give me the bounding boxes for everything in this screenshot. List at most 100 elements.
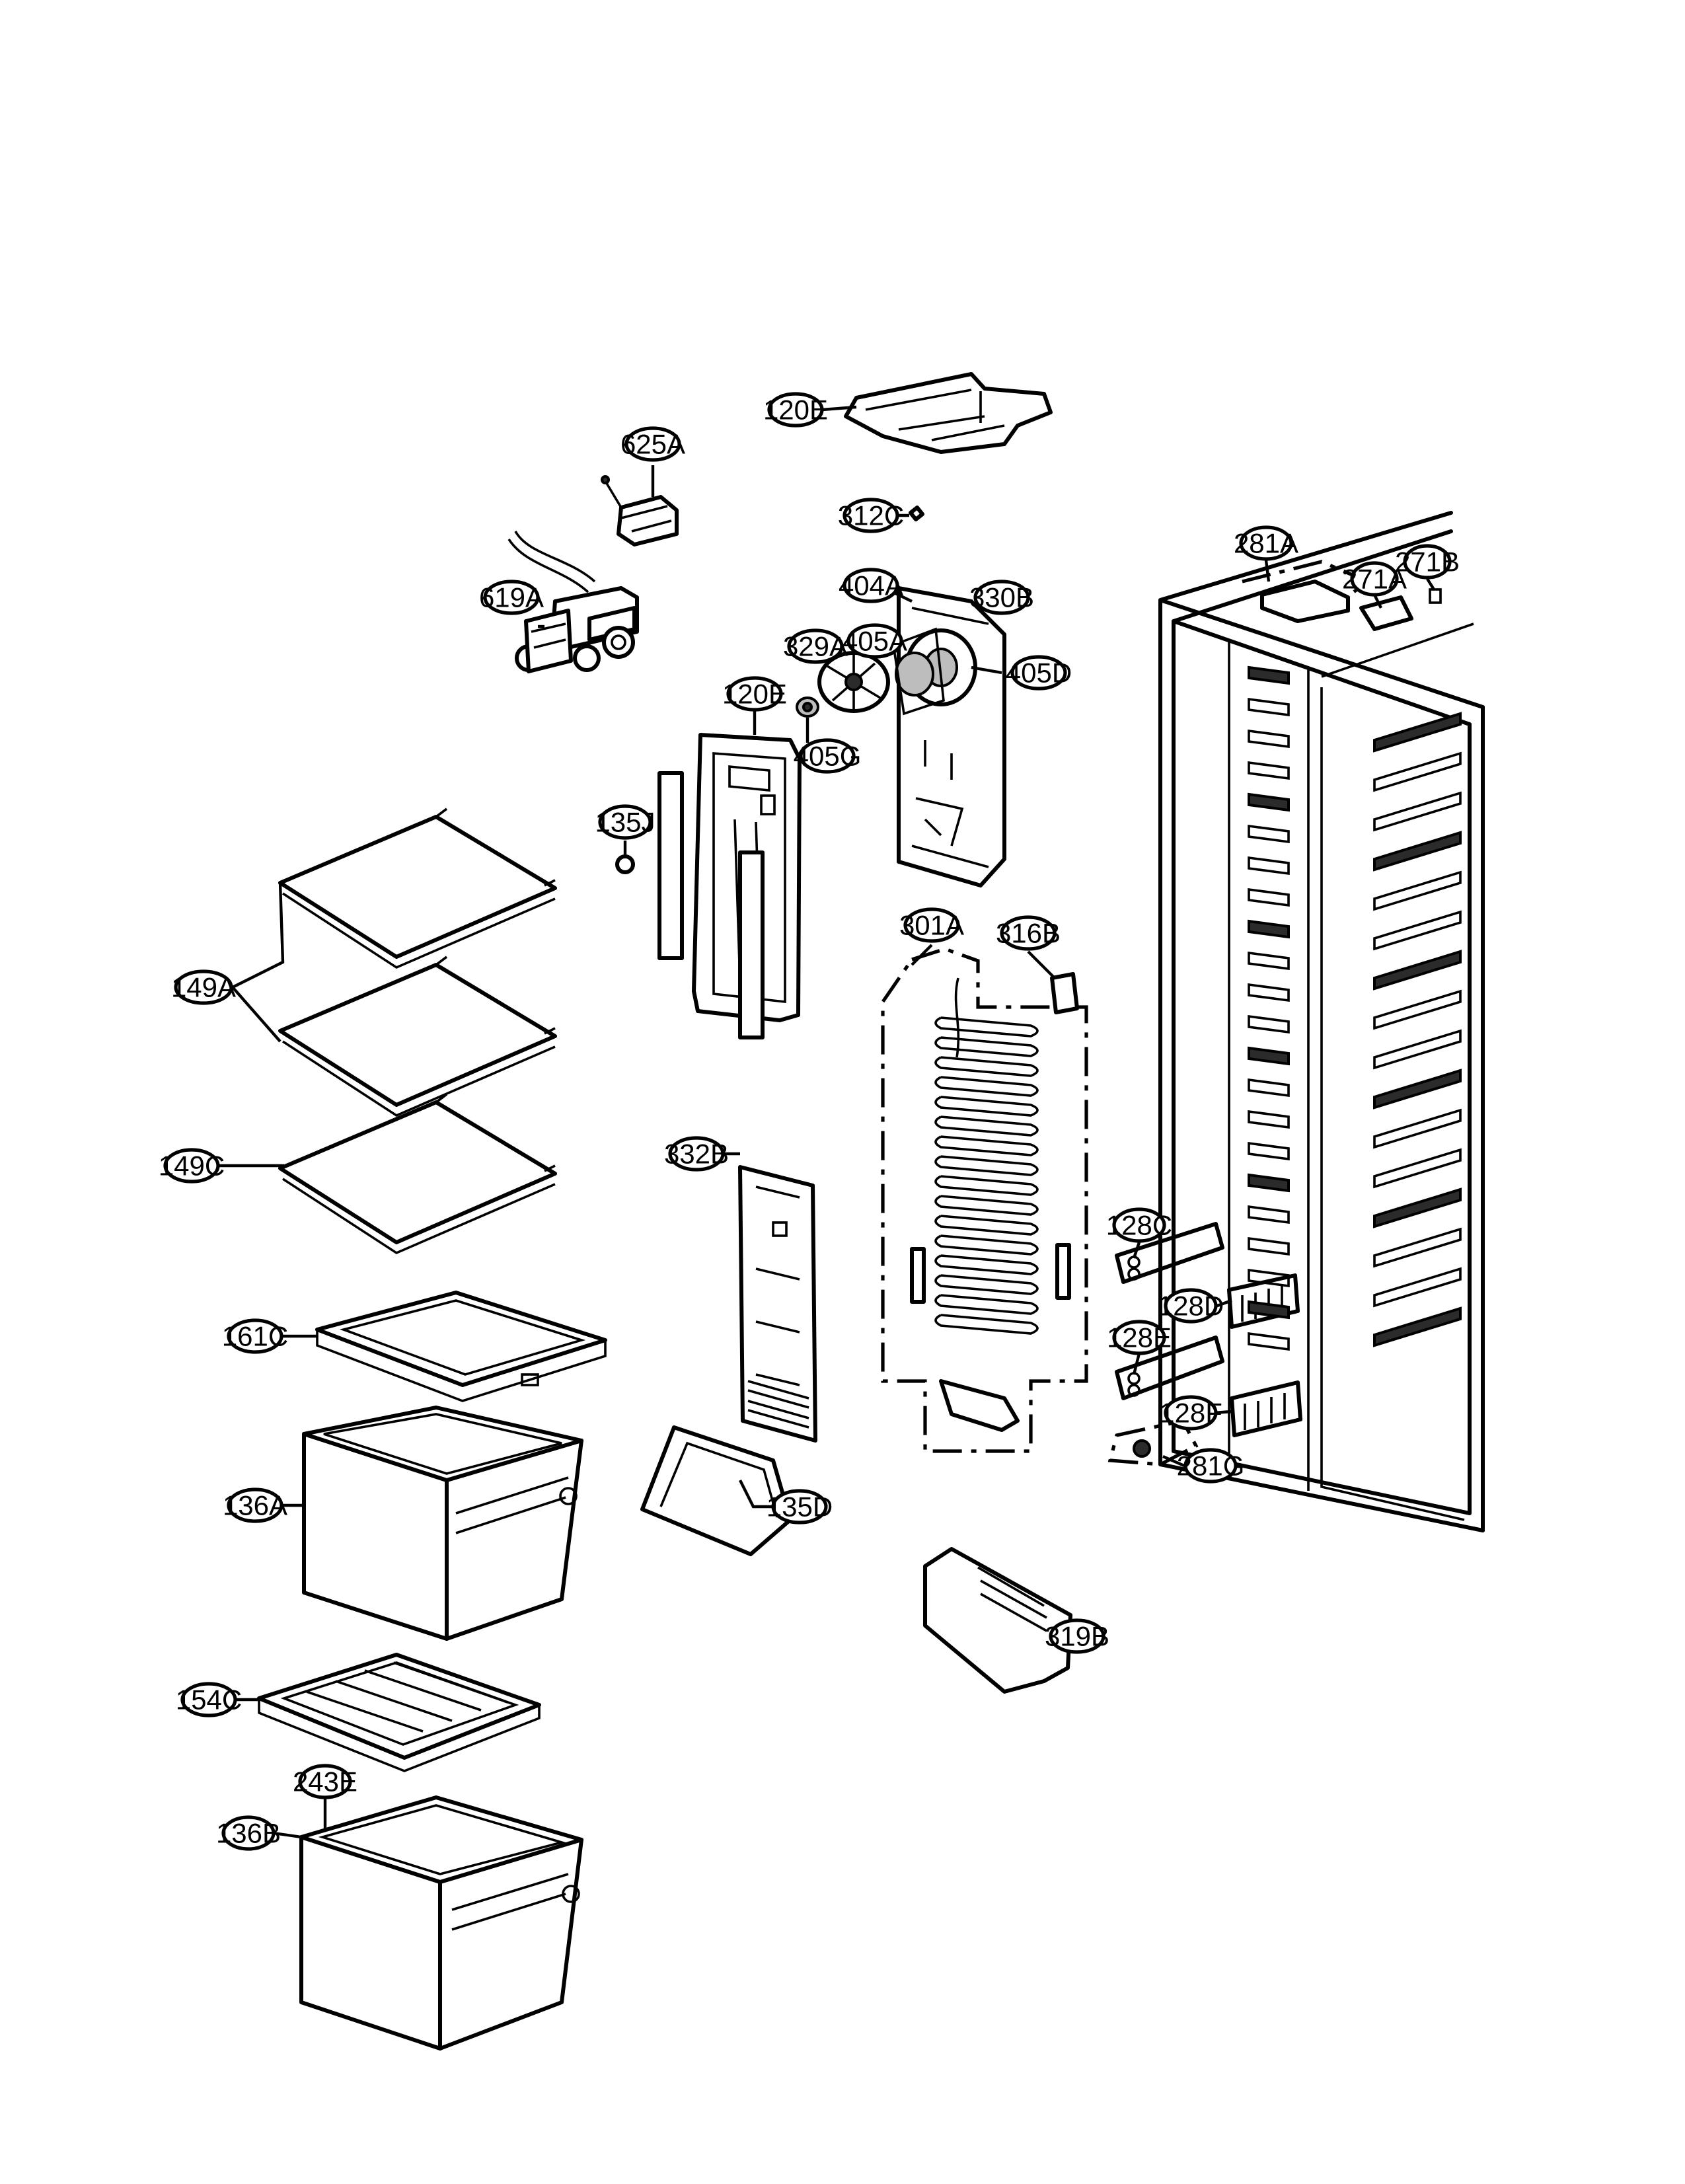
- cabinet-slot: [1248, 1110, 1290, 1129]
- callout-label: 312C: [838, 500, 904, 531]
- evaporator-fin: [934, 1076, 1039, 1097]
- cabinet-slot: [1248, 1236, 1290, 1256]
- foam-strip-part: [738, 850, 765, 1039]
- evaporator-fin: [934, 1135, 1039, 1156]
- callout-label: 332B: [664, 1139, 729, 1170]
- cabinet-slot: [1248, 1173, 1290, 1193]
- fan-motor-part: [891, 627, 945, 716]
- evaporator-fin: [934, 1195, 1039, 1216]
- callout-label: 405G: [794, 741, 862, 772]
- duct-cover-part: [844, 372, 1053, 454]
- callout-128D: 128D: [1158, 1288, 1224, 1324]
- callout-149A: 149A: [171, 969, 236, 1005]
- evaporator-fin: [934, 1056, 1039, 1077]
- callout-625A: 625A: [620, 426, 685, 462]
- callout-label: 271B: [1395, 546, 1460, 578]
- cabinet-slot: [1248, 665, 1290, 685]
- callout-281A: 281A: [1234, 525, 1298, 561]
- callout-label: 319B: [1045, 1621, 1109, 1652]
- cabinet-shelf-rail: [1373, 791, 1462, 832]
- cabinet-shelf-rail: [1373, 1227, 1462, 1268]
- callout-label: 149A: [171, 972, 236, 1003]
- callout-619A: 619A: [479, 580, 544, 615]
- callout-label: 120E: [763, 395, 828, 426]
- evaporator-fin: [934, 1175, 1039, 1196]
- callout-label: 120E: [722, 679, 787, 710]
- cabinet-slot: [1248, 1268, 1290, 1288]
- cabinet-shelf-rail: [1373, 910, 1462, 951]
- cabinet-shelf-rail: [1373, 831, 1462, 872]
- callout-271A: 271A: [1342, 561, 1407, 597]
- callout-label: 154C: [176, 1684, 242, 1715]
- glass-shelf-part: [278, 956, 557, 1117]
- callout-label: 135D: [767, 1491, 833, 1523]
- callout-319B: 319B: [1045, 1618, 1109, 1654]
- crisper-frame-part: [257, 1653, 541, 1772]
- callout-135J: 135J: [595, 804, 655, 840]
- callout-label: 128C: [1106, 1210, 1172, 1241]
- cabinet-slot: [1248, 1078, 1290, 1098]
- callout-label: 301A: [899, 910, 964, 941]
- plug-part: [615, 854, 635, 874]
- callout-label: 330B: [969, 582, 1034, 613]
- callout-label: 128F: [1159, 1398, 1222, 1429]
- callout-label: 405D: [1006, 658, 1072, 689]
- fan-blade-part: [817, 651, 890, 713]
- cabinet-slot: [1248, 1014, 1290, 1034]
- callout-271B: 271B: [1395, 544, 1460, 580]
- callout-label: 281A: [1234, 528, 1298, 559]
- glass-shelf-part: [278, 808, 557, 969]
- callout-316B: 316B: [996, 915, 1061, 951]
- drawer-slide-part: [1230, 1380, 1302, 1437]
- callout-405G: 405G: [794, 738, 862, 774]
- drawer-slide-part: [1115, 1336, 1224, 1400]
- cabinet-shelf-rail: [1373, 989, 1462, 1030]
- callout-243E: 243E: [293, 1764, 357, 1799]
- callout-161C: 161C: [222, 1318, 288, 1354]
- callout-330B: 330B: [969, 580, 1034, 615]
- cabinet-slot: [1248, 1046, 1290, 1066]
- callout-149C: 149C: [159, 1148, 225, 1184]
- fan-housing-part: [897, 586, 1006, 887]
- cabinet-slot: [1248, 761, 1290, 780]
- cabinet-shelf-rail: [1373, 1148, 1462, 1189]
- evaporator-fin: [934, 1115, 1039, 1137]
- refrigerator-cabinet-part: [1158, 511, 1485, 1532]
- callout-135D: 135D: [767, 1489, 833, 1525]
- callout-128C: 128C: [1106, 1207, 1172, 1243]
- cabinet-shelf-rail: [1373, 751, 1462, 792]
- cabinet-shelf-rail: [1373, 1267, 1462, 1308]
- valve-cover-part: [601, 475, 679, 546]
- callout-label: 128E: [1107, 1322, 1172, 1353]
- crisper-cover-part: [315, 1291, 607, 1402]
- callout-136A: 136A: [223, 1487, 287, 1523]
- callout-405A: 405A: [842, 623, 907, 659]
- cabinet-slot: [1248, 824, 1290, 844]
- callout-128E: 128E: [1107, 1320, 1172, 1355]
- cabinet-slot: [1248, 983, 1290, 1002]
- callout-404A: 404A: [839, 568, 903, 603]
- screw-part: [909, 506, 924, 521]
- callout-label: 404A: [839, 570, 903, 601]
- duct-part: [923, 1547, 1072, 1694]
- evaporator-fin: [934, 1096, 1039, 1117]
- callout-136B: 136B: [216, 1815, 281, 1851]
- evaporator-fin: [934, 1254, 1039, 1275]
- evaporator-fin: [934, 1274, 1039, 1295]
- evaporator-fin: [934, 1215, 1039, 1236]
- callout-301A: 301A: [899, 907, 964, 943]
- ice-bin-lid-part: [640, 1425, 792, 1556]
- callout-label: 136B: [216, 1818, 281, 1849]
- callout-label: 149C: [159, 1150, 225, 1182]
- foam-strip-part: [657, 771, 684, 960]
- grommet-part: [796, 697, 819, 718]
- callout-312C: 312C: [838, 498, 904, 533]
- cabinet-shelf-rail: [1373, 712, 1462, 753]
- callout-label: 405A: [842, 626, 907, 657]
- callout-label: 128D: [1158, 1291, 1224, 1322]
- cabinet-shelf-rail: [1373, 1306, 1462, 1347]
- crisper-drawer-part: [299, 1795, 583, 2051]
- glass-shelf-part: [278, 1093, 557, 1255]
- evaporator-fin: [934, 1036, 1039, 1057]
- callout-label: 625A: [620, 429, 685, 460]
